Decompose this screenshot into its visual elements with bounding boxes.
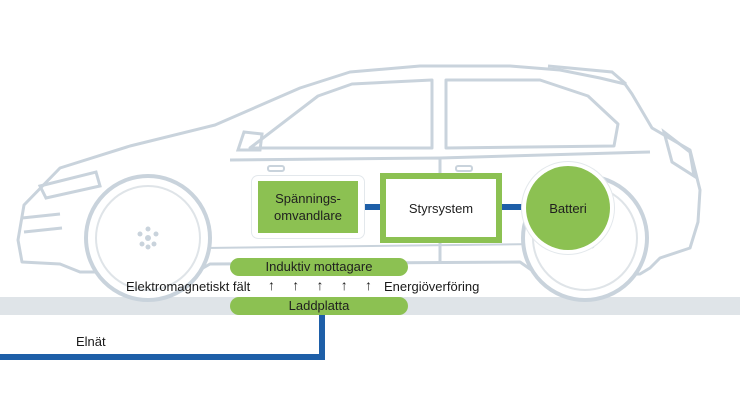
inductive-receiver-label: Induktiv mottagare — [265, 259, 373, 274]
charging-pad-label: Laddplatta — [288, 298, 350, 313]
front-wheel — [84, 174, 212, 302]
arrow-up-icon: ↑ — [292, 277, 300, 293]
grid-label: Elnät — [76, 334, 106, 349]
field-arrows: ↑ ↑ ↑ ↑ ↑ — [268, 277, 372, 293]
converter-box: Spännings- omvandlare — [252, 176, 364, 238]
grid-cable — [0, 312, 325, 360]
arrow-up-icon: ↑ — [365, 277, 372, 293]
battery-circle: Batteri — [526, 166, 610, 250]
converter-label: Spännings- omvandlare — [274, 191, 342, 223]
arrow-up-icon: ↑ — [268, 277, 275, 293]
car-window-rear — [444, 78, 620, 150]
arrow-up-icon: ↑ — [340, 277, 348, 293]
field-label: Elektromagnetiskt fält — [126, 279, 251, 294]
battery-label: Batteri — [549, 200, 587, 216]
arrow-up-icon: ↑ — [316, 277, 324, 293]
car-window-front — [248, 78, 434, 150]
charging-pad: Laddplatta — [230, 297, 408, 315]
transfer-label: Energiöverföring — [384, 279, 480, 294]
connections — [0, 204, 530, 360]
control-system-box: Styrsystem — [380, 173, 502, 243]
control-system-label: Styrsystem — [408, 200, 474, 216]
inductive-receiver: Induktiv mottagare — [230, 258, 408, 276]
